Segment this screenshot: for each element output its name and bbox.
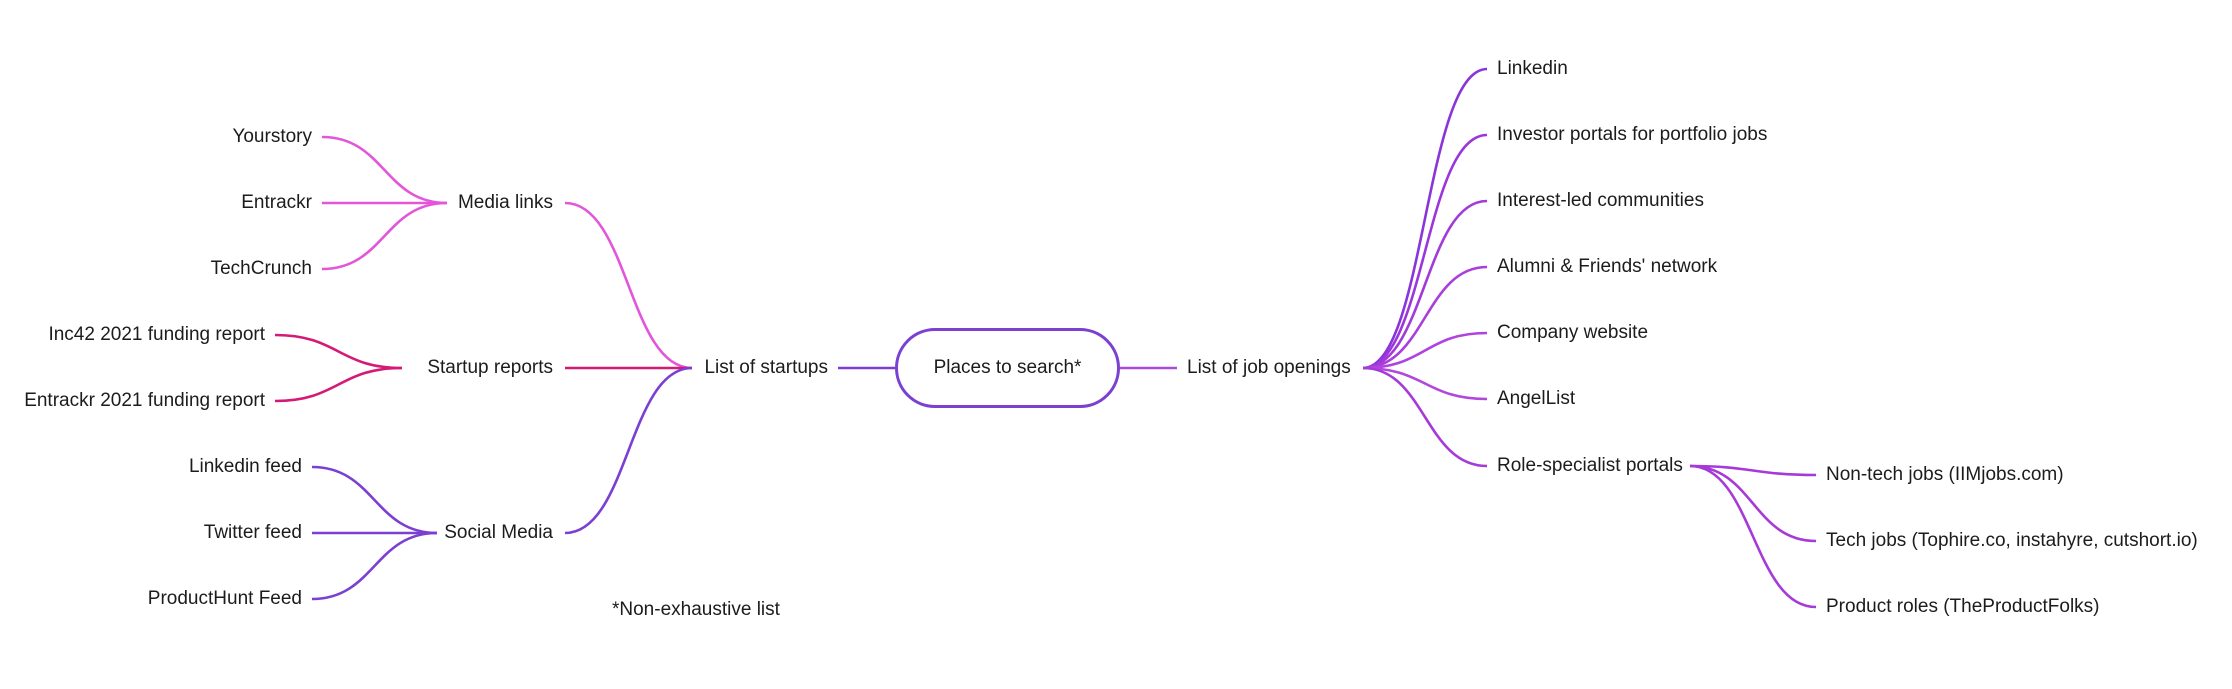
node-entrackr[interactable]: Entrackr — [241, 192, 312, 213]
node-product-roles-theproductfolks[interactable]: Product roles (TheProductFolks) — [1826, 596, 2100, 617]
connector-startup-reports-entrackr-2021-funding-report — [274, 366, 403, 403]
node-entrackr-2021-funding-report[interactable]: Entrackr 2021 funding report — [24, 390, 265, 411]
node-interest-led-communities[interactable]: Interest-led communities — [1497, 190, 1704, 211]
node-producthunt-feed[interactable]: ProductHunt Feed — [147, 588, 302, 609]
connector-media-links-techcrunch — [321, 201, 448, 271]
node-linkedin[interactable]: Linkedin — [1497, 58, 1568, 79]
connector-jobs-alumni-friends-network — [1362, 265, 1488, 370]
connector-jobs-angellist — [1362, 366, 1488, 401]
node-techcrunch[interactable]: TechCrunch — [210, 258, 312, 279]
node-angellist[interactable]: AngelList — [1497, 388, 1576, 409]
connector-jobs-linkedin — [1362, 67, 1488, 370]
node-startup-reports[interactable]: Startup reports — [427, 357, 553, 378]
connector-jobs-role-specialist-portals — [1362, 366, 1488, 468]
connector-startups-media-links — [564, 201, 693, 370]
node-list-of-startups[interactable]: List of startups — [704, 357, 828, 378]
node-linkedin-feed[interactable]: Linkedin feed — [188, 456, 302, 477]
node-tech-jobs-tophire-co-instahyre-cutshort-io[interactable]: Tech jobs (Tophire.co, instahyre, cutsho… — [1826, 530, 2198, 551]
connector-role-non-tech-jobs-iimjobs-com — [1689, 464, 1817, 477]
connector-jobs-company-website — [1362, 331, 1488, 370]
connector-jobs-investor-portals-for-portfolio-jobs — [1362, 133, 1488, 370]
connector-social-media-linkedin-feed — [311, 465, 438, 535]
node-non-tech-jobs-iimjobs-com[interactable]: Non-tech jobs (IIMjobs.com) — [1826, 464, 2064, 485]
node-alumni-friends-network[interactable]: Alumni & Friends' network — [1497, 256, 1718, 277]
node-investor-portals-for-portfolio-jobs[interactable]: Investor portals for portfolio jobs — [1497, 124, 1768, 145]
node-inc42-2021-funding-report[interactable]: Inc42 2021 funding report — [48, 324, 265, 345]
node-twitter-feed[interactable]: Twitter feed — [203, 522, 302, 543]
footnote: *Non-exhaustive list — [612, 599, 780, 620]
connector-startups-social-media — [564, 366, 693, 535]
connector-media-links-yourstory — [321, 135, 448, 205]
connector-startup-reports-inc42-2021-funding-report — [274, 333, 403, 370]
node-company-website[interactable]: Company website — [1497, 322, 1649, 343]
node-social-media[interactable]: Social Media — [444, 522, 553, 543]
node-role-specialist-portals[interactable]: Role-specialist portals — [1497, 455, 1683, 476]
node-list-of-job-openings[interactable]: List of job openings — [1187, 357, 1351, 378]
node-media-links[interactable]: Media links — [457, 192, 553, 213]
connector-social-media-producthunt-feed — [311, 531, 438, 601]
connector-role-product-roles-theproductfolks — [1689, 464, 1817, 609]
connector-jobs-interest-led-communities — [1362, 199, 1488, 370]
connector-role-tech-jobs-tophire-co-instahyre-cutshort-io — [1689, 464, 1817, 543]
node-yourstory[interactable]: Yourstory — [232, 126, 312, 147]
root-node[interactable]: Places to search* — [895, 328, 1120, 408]
root-node-label: Places to search* — [933, 357, 1082, 378]
